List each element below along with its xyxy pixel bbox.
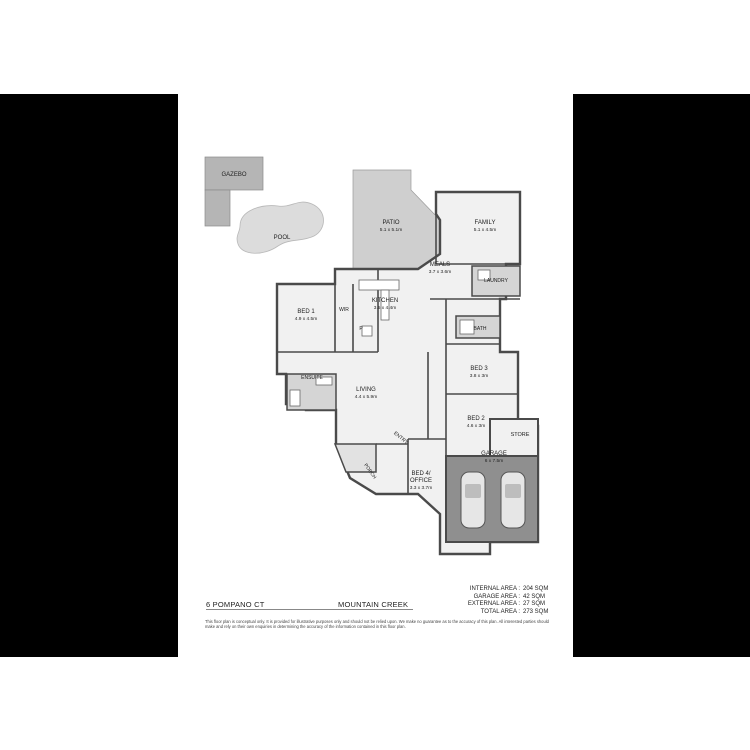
- kitchen-label: KITCHEN: [372, 298, 398, 304]
- gazebo-label: GAZEBO: [221, 172, 246, 178]
- car-right: [500, 471, 526, 529]
- porch-area: [333, 443, 377, 473]
- family-label: FAMILY: [475, 220, 496, 226]
- family-dims: 5.1 x 4.5m: [474, 227, 496, 233]
- bed4-label-2: OFFICE: [410, 478, 432, 484]
- bed1-label: BED 1: [297, 309, 315, 315]
- ensuite-label: ENSUITE: [301, 375, 323, 381]
- pool-label: POOL: [274, 235, 291, 241]
- car-right-windscreen: [505, 484, 521, 498]
- area-label: GARAGE AREA :: [473, 593, 520, 600]
- car-left-windscreen: [465, 484, 481, 498]
- bathtub: [459, 319, 475, 335]
- floor-plan-sheet: GAZEBO POOL PATIO 5.1 x 5.1m FAMILY 5.1 …: [178, 94, 573, 657]
- pool-shape: [236, 201, 324, 254]
- gazebo-roof: [204, 156, 264, 191]
- bed2-label: BED 2: [467, 416, 485, 422]
- store-label: STORE: [511, 432, 530, 438]
- patio-dims: 5.1 x 5.1m: [380, 227, 402, 233]
- area-label: TOTAL AREA :: [480, 608, 520, 615]
- gazebo-deck: [204, 189, 231, 227]
- interior-walls: [277, 192, 520, 494]
- patio-label: PATIO: [382, 220, 399, 226]
- pantry-label: P: [359, 326, 363, 332]
- bed2-dims: 4.6 x 3m: [467, 423, 485, 429]
- area-row: GARAGE AREA : 42 SQM: [448, 594, 563, 602]
- right-letterbox: [573, 94, 750, 657]
- area-row: EXTERNAL AREA : 27 SQM: [448, 601, 563, 609]
- property-address: 6 POMPANO CT: [206, 600, 265, 609]
- area-row: INTERNAL AREA : 204 SQM: [448, 586, 563, 594]
- kitchen-island: [380, 289, 390, 321]
- laundry-label: LAUNDRY: [484, 278, 508, 284]
- floor-plan: GAZEBO POOL PATIO 5.1 x 5.1m FAMILY 5.1 …: [204, 156, 540, 556]
- area-summary: INTERNAL AREA : 204 SQM GARAGE AREA : 42…: [448, 586, 563, 616]
- shower: [289, 389, 301, 407]
- address-underline: [206, 609, 413, 610]
- garage-cars: [460, 471, 526, 529]
- meals-label: MEALS: [430, 262, 450, 268]
- bed3-label: BED 3: [470, 366, 488, 372]
- disclaimer-text: This floor plan is conceptual only. It i…: [205, 619, 549, 630]
- bed4-dims: 3.3 x 3.7m: [410, 485, 432, 491]
- laundry-tub: [477, 269, 491, 281]
- bed1-dims: 4.9 x 4.5m: [295, 316, 317, 322]
- kitchen-dims: 3.5 x 4.4m: [374, 305, 396, 311]
- area-row: TOTAL AREA : 273 SQM: [448, 609, 563, 617]
- garage-dims: 6 x 7.5m: [485, 458, 503, 464]
- area-value: 273 SQM: [523, 608, 549, 615]
- store-room: [489, 418, 539, 457]
- living-dims: 4.4 x 5.9m: [355, 394, 377, 400]
- bed4-label: BED 4/: [411, 471, 430, 477]
- meals-dims: 3.7 x 3.6m: [429, 269, 451, 275]
- car-left: [460, 471, 486, 529]
- area-value: 27 SQM: [523, 601, 546, 608]
- bath-label: BATH: [474, 326, 487, 332]
- living-label: LIVING: [356, 387, 376, 393]
- fixtures: [289, 269, 491, 407]
- outdoor-areas: [204, 156, 441, 270]
- wir-label: WIR: [339, 307, 349, 313]
- area-value: 204 SQM: [523, 586, 549, 592]
- vanity: [315, 376, 333, 386]
- area-label: EXTERNAL AREA :: [467, 601, 520, 608]
- bed3-dims: 3.8 x 3m: [470, 373, 488, 379]
- left-letterbox: [0, 94, 178, 657]
- area-label: INTERNAL AREA :: [469, 586, 520, 592]
- area-value: 42 SQM: [523, 593, 546, 600]
- kitchen-bench: [358, 279, 400, 291]
- fridge: [361, 325, 373, 337]
- property-suburb: MOUNTAIN CREEK: [338, 600, 409, 609]
- garage-label: GARAGE: [481, 451, 507, 457]
